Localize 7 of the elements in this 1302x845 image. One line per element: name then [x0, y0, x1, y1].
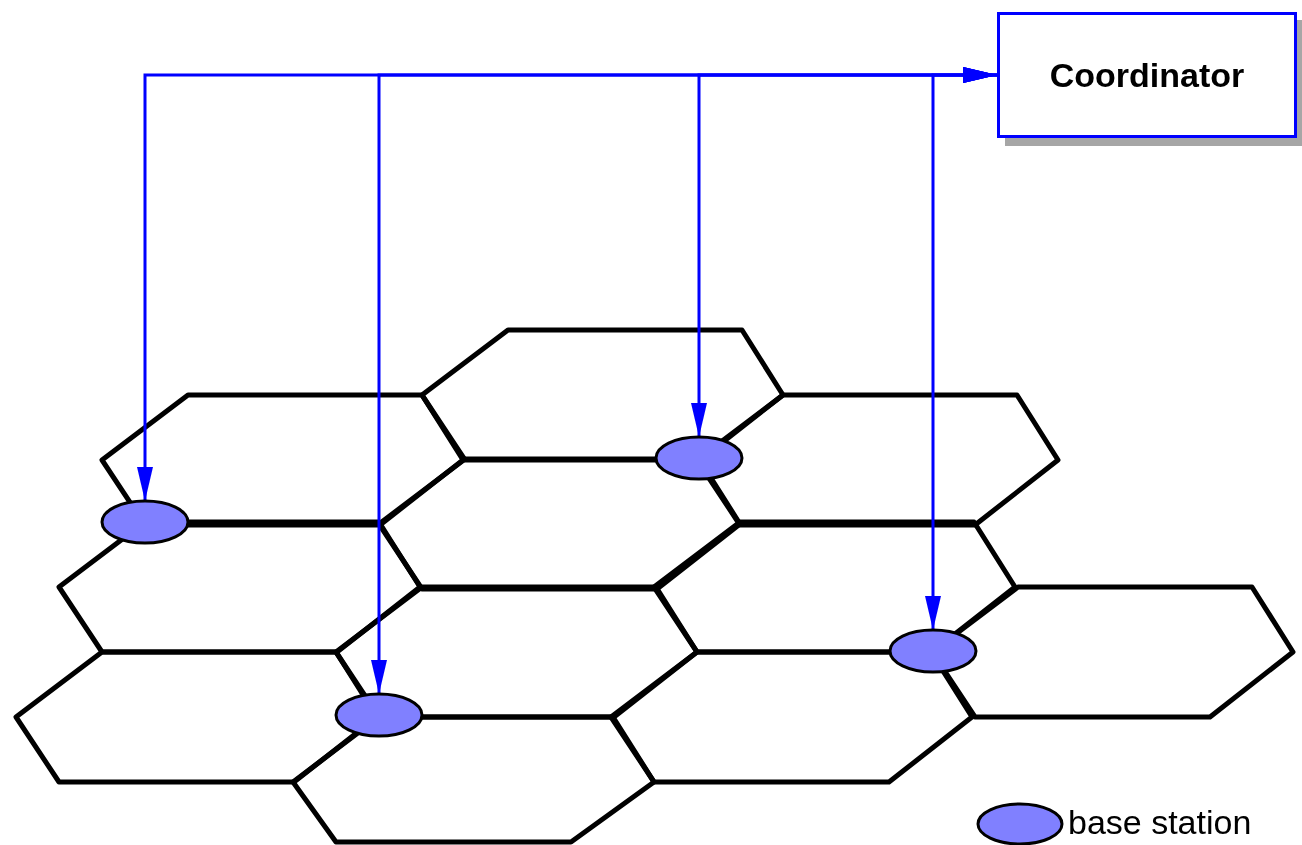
base-station-ellipse: [888, 628, 978, 674]
box-label: Coordinator: [1049, 55, 1245, 95]
arrow: [371, 67, 997, 694]
base-station-ellipse: [334, 692, 424, 738]
legend-label: base station: [1068, 803, 1252, 842]
base-station-ellipse: [654, 435, 744, 481]
base-station-ellipse: [100, 499, 190, 545]
